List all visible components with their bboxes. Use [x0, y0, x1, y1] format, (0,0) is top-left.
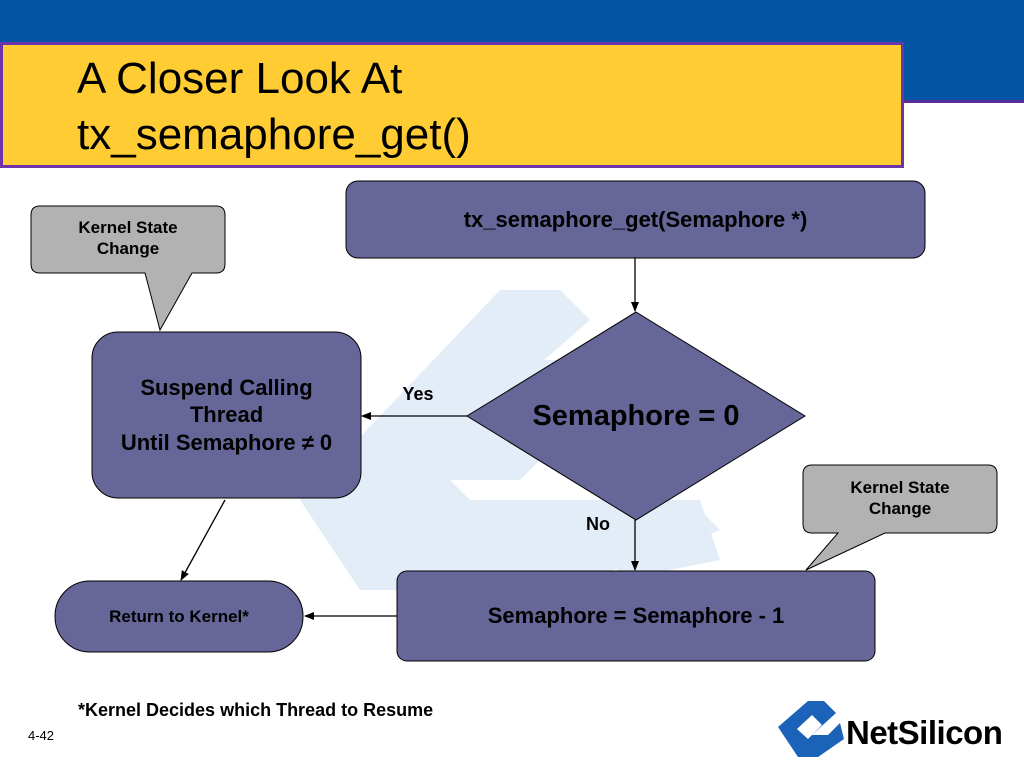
yes-label: Yes: [402, 383, 434, 404]
decision-label: Semaphore = 0: [532, 399, 740, 432]
callout-right-line1: Kernel State: [850, 477, 950, 497]
callout-right: [802, 464, 998, 571]
logo-text: NetSilicon: [846, 714, 1003, 751]
callout-left: [30, 205, 226, 332]
slide-title-line2: tx_semaphore_get(): [77, 110, 471, 159]
title-box: A Closer Look At tx_semaphore_get(): [0, 42, 904, 168]
callout-left-line2: Change: [96, 239, 160, 258]
start-node-label: tx_semaphore_get(Semaphore *): [463, 206, 808, 232]
suspend-line2: Thread: [189, 402, 264, 428]
suspend-line3: Until Semaphore ≠ 0: [120, 429, 333, 455]
footnote: *Kernel Decides which Thread to Resume: [78, 700, 434, 720]
return-node: [54, 580, 304, 653]
no-label: No: [586, 513, 610, 534]
arrow-suspend-to-return: [180, 499, 226, 581]
slide-title-line1: A Closer Look At: [77, 54, 403, 103]
decrement-node-label: Semaphore = Semaphore - 1: [487, 603, 785, 629]
suspend-line1: Suspend Calling: [140, 374, 313, 400]
decision-diamond: [466, 311, 806, 521]
netsilicon-logo-icon: [778, 701, 844, 757]
return-node-label: Return to Kernel*: [109, 606, 249, 626]
callout-right-line2: Change: [868, 499, 932, 518]
page-number: 4-42: [28, 728, 55, 743]
callout-left-line1: Kernel State: [78, 217, 178, 237]
